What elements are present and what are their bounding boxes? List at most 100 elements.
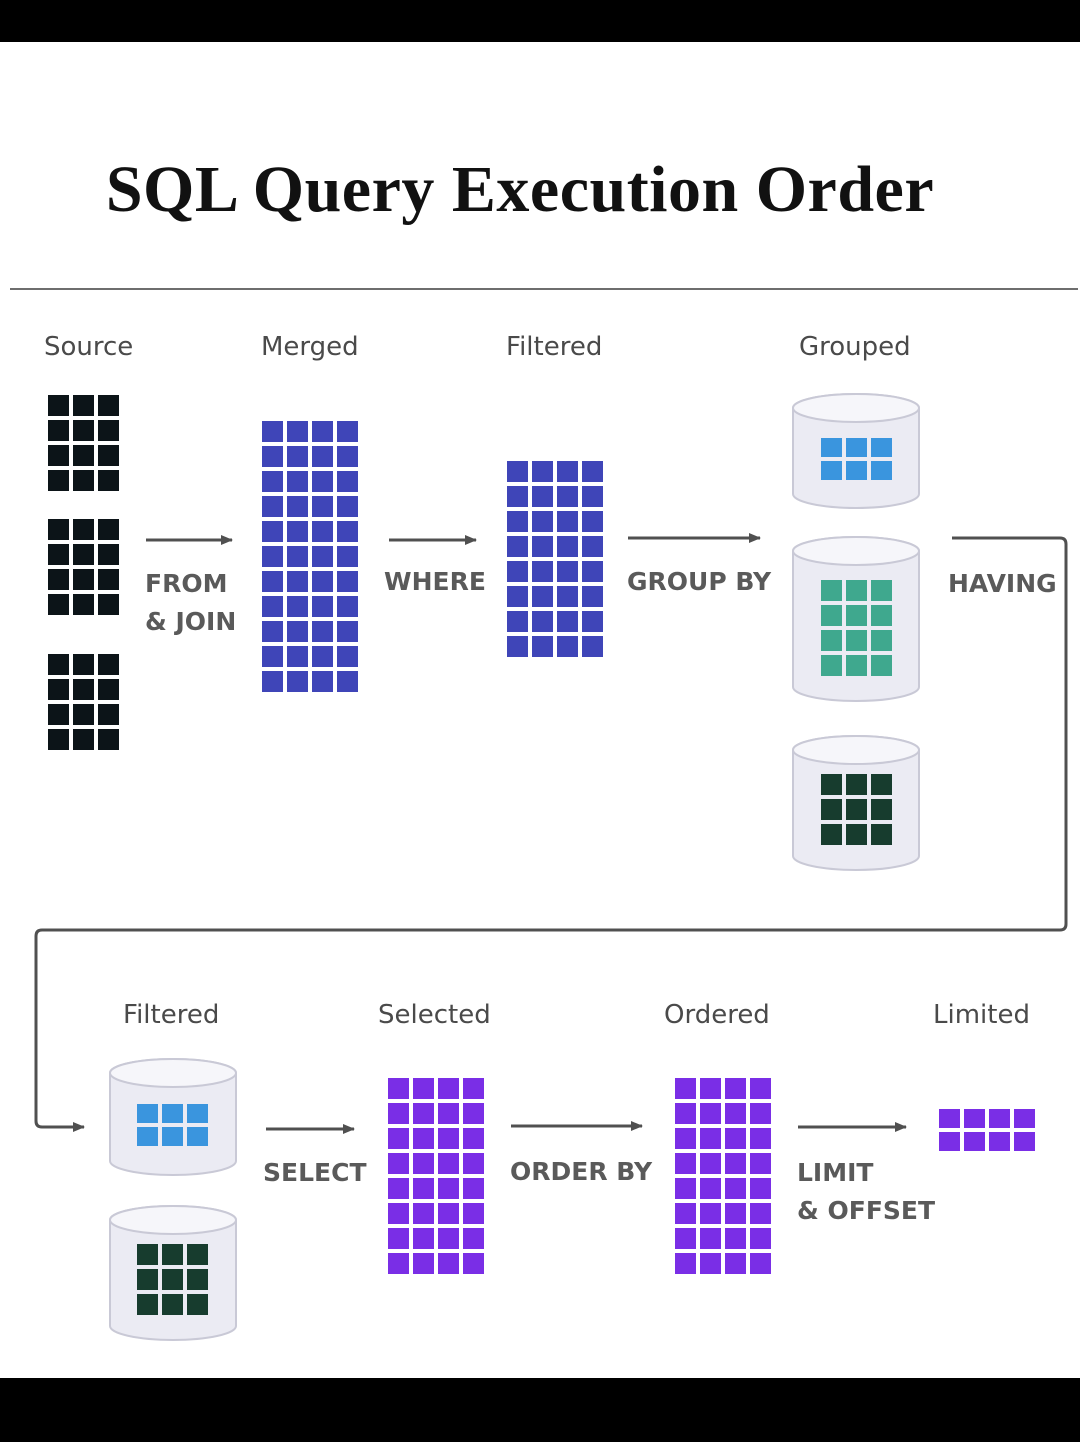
grid-cell [48,519,69,540]
op-label-where: WHERE [384,567,486,596]
grid-cell [73,544,94,565]
grid-cell [532,511,553,532]
grid-cell [532,536,553,557]
grid-cell [1014,1109,1035,1128]
grid-cell [557,586,578,607]
grid-cell [262,521,283,542]
grid-cell [675,1253,696,1274]
grid-cell [821,824,842,845]
grid-cell [73,420,94,441]
grid-cell [337,471,358,492]
grid-cell [73,594,94,615]
grid-cell [98,445,119,466]
grid-cell [48,395,69,416]
stage-label-ordered: Ordered [664,1000,770,1030]
grid-cell [700,1153,721,1174]
grid-cell [287,621,308,642]
grid-cell [700,1128,721,1149]
grid-cell [463,1153,484,1174]
grid-cell [821,799,842,820]
grid-cell [846,438,867,457]
grid-cell [98,420,119,441]
grid-cell [1014,1132,1035,1151]
stage-label-limited: Limited [933,1000,1030,1030]
grid-cell [557,611,578,632]
grid-cell [73,395,94,416]
grid-cell [725,1203,746,1224]
grid-cell [700,1228,721,1249]
grid-cell [750,1228,771,1249]
stage-label-selected: Selected [378,1000,491,1030]
grid-cell [48,594,69,615]
grid-cell [675,1153,696,1174]
grid-cell [939,1109,960,1128]
grid-cell [438,1128,459,1149]
grouped-table-3 [821,774,892,845]
grid-cell [675,1103,696,1124]
grid-cell [98,519,119,540]
grid-cell [871,438,892,457]
grid-cell [262,446,283,467]
grid-cell [700,1203,721,1224]
grid-cell [337,671,358,692]
grouped-table-2 [821,580,892,676]
grid-cell [413,1228,434,1249]
grid-cell [312,546,333,567]
stage-label-source: Source [44,332,133,362]
grid-cell [463,1128,484,1149]
grid-cell [675,1128,696,1149]
grid-cell [846,774,867,795]
selected-table [388,1078,484,1274]
grid-cell [287,596,308,617]
grid-cell [287,671,308,692]
grid-cell [262,671,283,692]
grid-cell [388,1203,409,1224]
grid-cell [532,636,553,657]
grid-cell [137,1294,158,1315]
grid-cell [48,654,69,675]
grid-cell [725,1178,746,1199]
top-black-bar [0,0,1080,42]
grid-cell [98,594,119,615]
grid-cell [388,1153,409,1174]
stage-label-filtered-2: Filtered [123,1000,219,1030]
grid-cell [582,586,603,607]
grid-cell [73,654,94,675]
grid-cell [137,1104,158,1123]
grid-cell [463,1253,484,1274]
grid-cell [262,646,283,667]
grid-cell [312,421,333,442]
grid-cell [507,486,528,507]
grid-cell [532,486,553,507]
grid-cell [438,1203,459,1224]
grid-cell [187,1127,208,1146]
grid-cell [821,438,842,457]
grid-cell [337,621,358,642]
grid-cell [73,519,94,540]
grid-cell [871,461,892,480]
grid-cell [98,395,119,416]
grid-cell [463,1203,484,1224]
grid-cell [463,1178,484,1199]
source-table-2 [48,519,119,615]
grid-cell [262,421,283,442]
grid-cell [388,1103,409,1124]
grid-cell [162,1104,183,1123]
grid-cell [48,704,69,725]
grid-cell [750,1203,771,1224]
cylinder-lid [792,735,920,765]
grid-cell [846,605,867,626]
grid-cell [532,611,553,632]
grid-cell [162,1127,183,1146]
grid-cell [262,621,283,642]
grid-cell [725,1103,746,1124]
grid-cell [964,1132,985,1151]
grid-cell [438,1078,459,1099]
grid-cell [675,1228,696,1249]
limited-table [939,1109,1035,1151]
grid-cell [846,799,867,820]
grid-cell [675,1178,696,1199]
grid-cell [821,461,842,480]
grid-cell [337,521,358,542]
grid-cell [287,521,308,542]
